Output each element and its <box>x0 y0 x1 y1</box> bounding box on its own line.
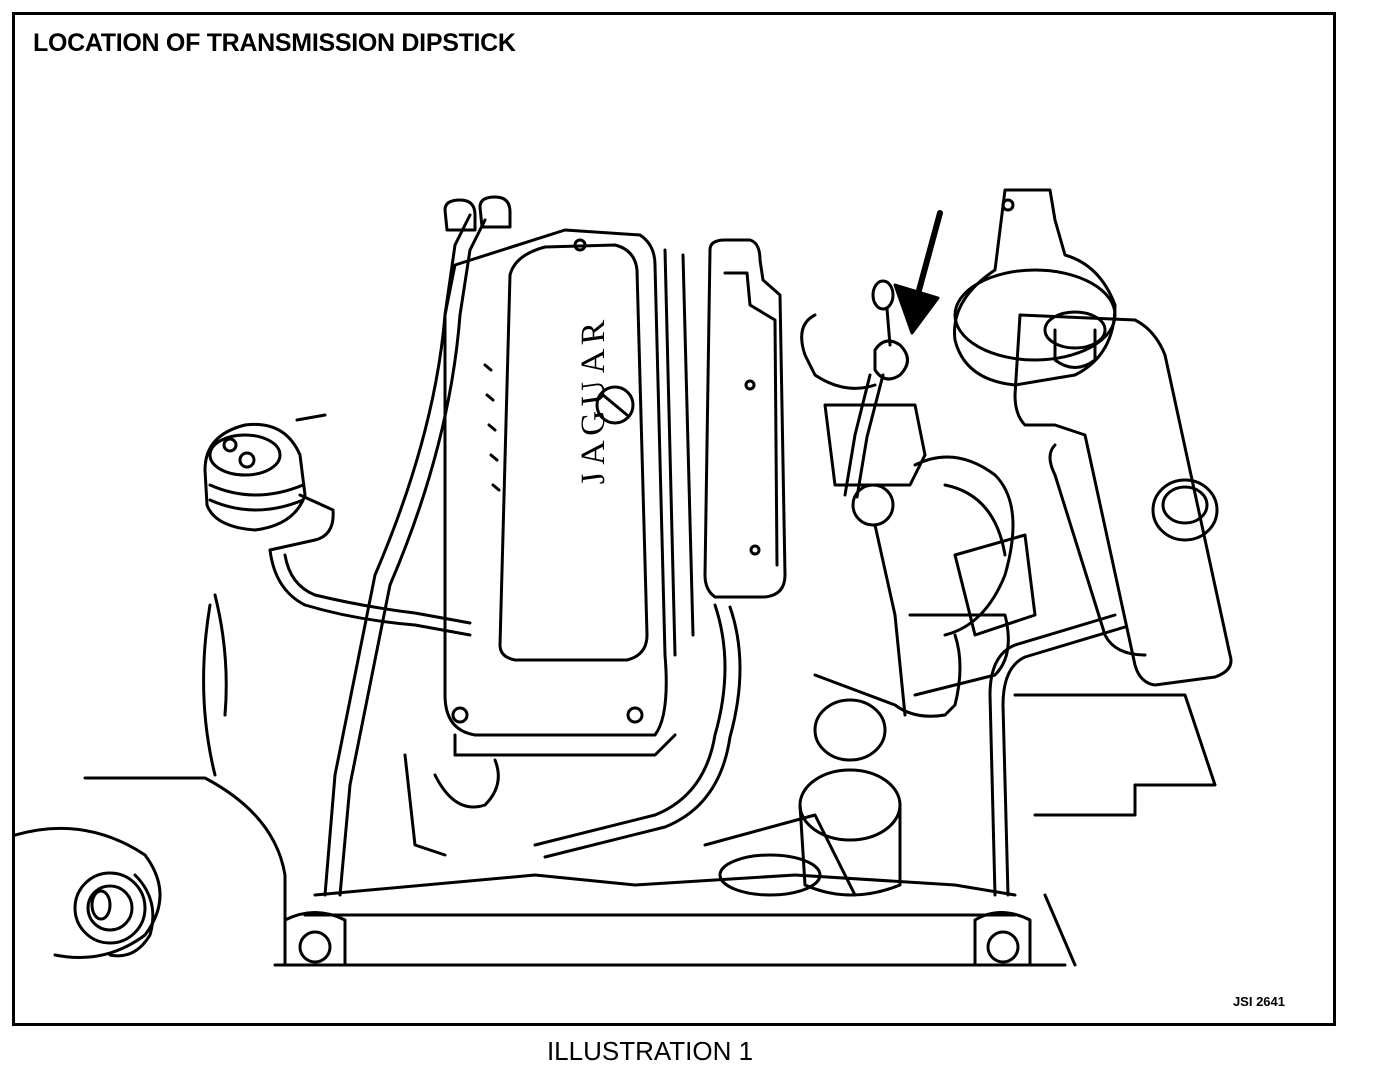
front-cap-icon <box>73 871 155 958</box>
figure-caption: ILLUSTRATION 1 <box>546 1036 754 1066</box>
left-fender <box>15 593 287 959</box>
intake-assembly <box>800 313 1037 697</box>
engine-bay-drawing <box>15 188 1233 967</box>
reference-code: JSI 2641 <box>1232 994 1285 1009</box>
lower-pipes <box>533 603 1217 897</box>
power-steering-reservoir <box>203 413 472 637</box>
transmission-dipstick <box>843 279 909 717</box>
front-engine <box>303 698 1017 917</box>
front-mounts <box>273 893 1077 967</box>
brake-booster <box>953 188 1117 387</box>
illustration-frame: LOCATION OF TRANSMISSION DIPSTICK <box>12 12 1336 1026</box>
second-cam-cover <box>663 238 787 657</box>
dipstick-arrow-icon <box>893 210 943 335</box>
left-harness <box>323 195 512 897</box>
illustration-title: LOCATION OF TRANSMISSION DIPSTICK <box>33 29 516 57</box>
coolant-reservoir <box>1013 310 1233 687</box>
engine-marking: JAGUAR <box>575 312 612 488</box>
cam-cover <box>443 228 677 757</box>
